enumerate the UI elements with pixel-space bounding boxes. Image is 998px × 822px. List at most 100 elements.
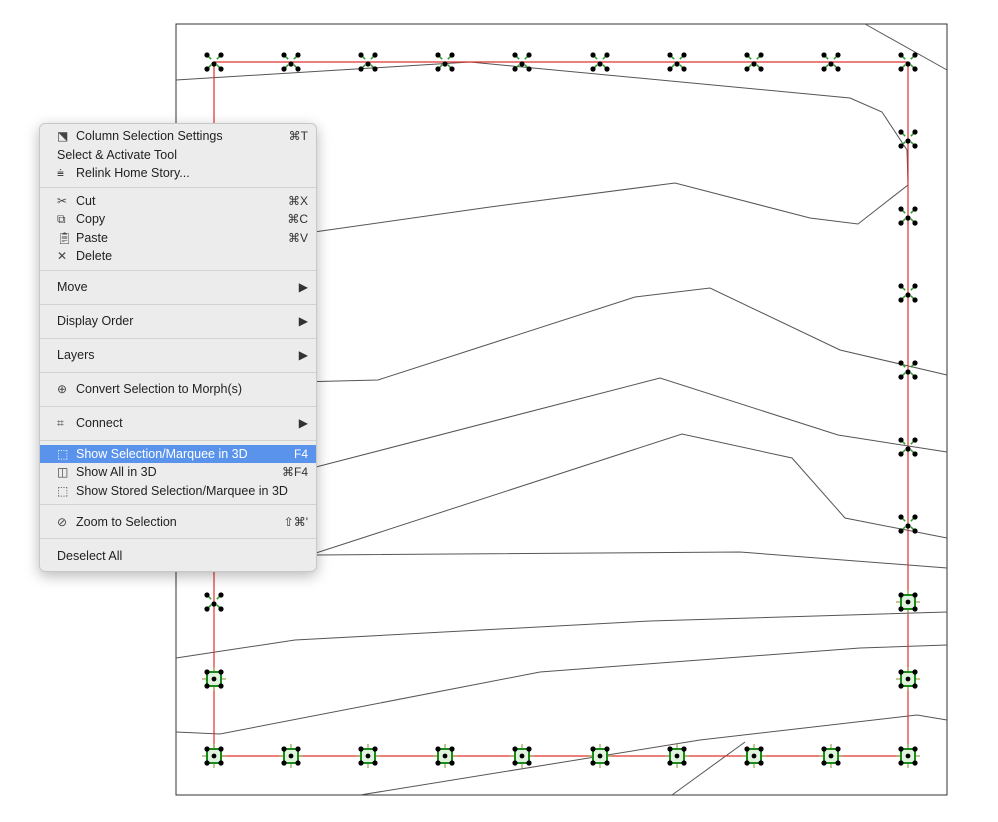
- menu-item-delete[interactable]: ✕ Delete: [40, 247, 316, 266]
- menu-separator: [40, 439, 316, 441]
- menu-item-paste[interactable]: 📋︎Paste ⌘V: [40, 229, 316, 248]
- menu-item-label: Paste: [76, 230, 108, 245]
- menu-item-label: Zoom to Selection: [76, 514, 177, 529]
- menu-item-label: Cut: [76, 193, 96, 208]
- menu-item-label: Show Stored Selection/Marquee in 3D: [76, 483, 288, 498]
- menu-item-label: Column Selection Settings: [76, 129, 223, 144]
- menu-separator: [40, 269, 316, 271]
- show-selection-3d-icon: ⬚: [57, 446, 69, 461]
- terrain-contour-line: [175, 644, 948, 735]
- menu-item-label: Convert Selection to Morph(s): [76, 382, 243, 396]
- column-element[interactable]: [202, 744, 226, 768]
- column-element[interactable]: [898, 283, 918, 303]
- menu-item-label: Display Order: [57, 314, 134, 328]
- menu-item-label: Show Selection/Marquee in 3D: [76, 446, 248, 461]
- connect-icon: ⌗: [57, 415, 64, 430]
- column-element[interactable]: [204, 592, 224, 612]
- paste-icon: 📋︎: [57, 230, 73, 245]
- submenu-arrow-icon: ▶: [298, 416, 308, 430]
- column-element[interactable]: [744, 52, 764, 72]
- column-settings-icon: ⬔: [57, 129, 69, 144]
- menu-item-layers[interactable]: Layers ▶: [40, 343, 316, 368]
- menu-item-cut[interactable]: ✂ Cut ⌘X: [40, 192, 316, 211]
- column-element[interactable]: [742, 744, 766, 768]
- delete-icon: ✕: [57, 249, 68, 264]
- terrain-contour-line: [671, 741, 746, 796]
- column-element[interactable]: [279, 744, 303, 768]
- menu-item-label: Copy: [76, 212, 106, 227]
- menu-item-select-activate-tool[interactable]: Select & Activate Tool: [40, 146, 316, 165]
- terrain-contour-line: [315, 551, 948, 569]
- menu-item-label: Layers: [57, 348, 95, 362]
- show-all-3d-icon: ◫: [57, 465, 69, 480]
- menu-item-column-selection-settings[interactable]: ⬔ Column Selection Settings ⌘T: [40, 127, 316, 146]
- column-element[interactable]: [512, 52, 532, 72]
- menu-item-label: Delete: [76, 249, 113, 264]
- column-element[interactable]: [433, 744, 457, 768]
- menu-separator: [40, 337, 316, 339]
- column-element[interactable]: [588, 744, 612, 768]
- copy-icon: ⧉: [57, 211, 66, 226]
- column-element[interactable]: [821, 52, 841, 72]
- column-element[interactable]: [435, 52, 455, 72]
- menu-item-move[interactable]: Move▶: [40, 275, 316, 300]
- menu-item-show-all-in-3d[interactable]: ◫ Show All in 3D ⌘F4: [40, 463, 316, 482]
- menu-shortcut: ⌘C: [287, 212, 308, 227]
- menu-separator: [40, 405, 316, 407]
- zoom-selection-icon: ⊘: [57, 514, 68, 529]
- column-element[interactable]: [590, 52, 610, 72]
- column-element[interactable]: [898, 360, 918, 380]
- relink-story-icon: ⩧: [57, 165, 65, 180]
- terrain-contour-line: [175, 61, 909, 251]
- column-element[interactable]: [281, 52, 301, 72]
- menu-separator: [40, 538, 316, 539]
- menu-item-zoom-to-selection[interactable]: ⊘Zoom to Selection⇧⌘': [40, 509, 316, 534]
- context-menu: ⬔ Column Selection Settings ⌘T Select & Act…: [39, 123, 317, 572]
- column-element[interactable]: [358, 52, 378, 72]
- menu-separator: [40, 504, 316, 505]
- submenu-arrow-icon: ▶: [298, 314, 308, 328]
- menu-shortcut: F4: [293, 446, 308, 461]
- column-element[interactable]: [898, 52, 918, 72]
- column-element[interactable]: [356, 744, 380, 768]
- column-element[interactable]: [896, 590, 920, 614]
- menu-item-label: Deselect All: [57, 548, 123, 563]
- menu-shortcut: ⌘T: [288, 129, 308, 144]
- column-element[interactable]: [898, 206, 918, 226]
- terrain-contour-line: [359, 714, 948, 796]
- cut-icon: ✂: [57, 193, 68, 208]
- column-element[interactable]: [204, 52, 224, 72]
- column-element[interactable]: [898, 129, 918, 149]
- menu-shortcut: ⌘V: [287, 230, 308, 245]
- column-element[interactable]: [202, 667, 226, 691]
- column-element[interactable]: [898, 437, 918, 457]
- menu-separator: [40, 371, 316, 373]
- menu-item-label: Show All in 3D: [76, 465, 157, 480]
- menu-item-label: Move: [57, 280, 88, 294]
- column-element[interactable]: [510, 744, 534, 768]
- show-stored-3d-icon: ⬚: [57, 483, 69, 498]
- menu-item-show-selection-marquee-in-3d[interactable]: ⬚ Show Selection/Marquee in 3D F4: [40, 444, 316, 463]
- menu-shortcut: ⌘F4: [281, 465, 308, 480]
- terrain-contour-line: [175, 287, 948, 386]
- menu-item-relink-home-story[interactable]: ⩧Relink Home Story...: [40, 164, 316, 183]
- menu-shortcut: ⌘X: [287, 193, 308, 208]
- menu-item-show-stored-selection-marquee-in-3d[interactable]: ⬚ Show Stored Selection/Marquee in 3D: [40, 482, 316, 501]
- menu-item-deselect-all[interactable]: Deselect All: [40, 543, 316, 568]
- column-element[interactable]: [896, 667, 920, 691]
- menu-item-display-order[interactable]: Display Order ▶: [40, 309, 316, 334]
- terrain-contour-line: [175, 611, 948, 659]
- column-element[interactable]: [665, 744, 689, 768]
- menu-separator: [40, 303, 316, 305]
- menu-separator: [40, 186, 316, 188]
- menu-item-connect[interactable]: ⌗Connect▶: [40, 411, 316, 436]
- terrain-contour-line: [864, 23, 948, 71]
- menu-item-label: Select & Activate Tool: [57, 147, 177, 162]
- menu-item-convert-selection-to-morph-s[interactable]: ⊕Convert Selection to Morph(s): [40, 377, 316, 402]
- submenu-arrow-icon: ▶: [298, 348, 308, 362]
- column-element[interactable]: [896, 744, 920, 768]
- column-element[interactable]: [667, 52, 687, 72]
- column-element[interactable]: [819, 744, 843, 768]
- column-element[interactable]: [898, 514, 918, 534]
- menu-item-copy[interactable]: ⧉ Copy ⌘C: [40, 210, 316, 229]
